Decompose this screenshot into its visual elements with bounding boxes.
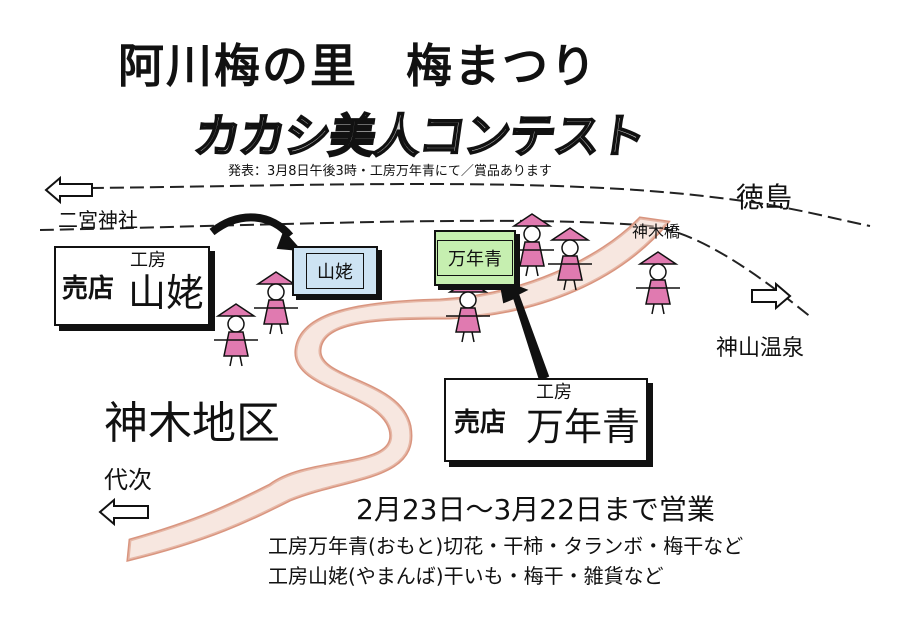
sign-yamanba: 山姥 — [292, 246, 378, 296]
sign-omoto-label: 万年青 — [437, 240, 513, 276]
arrow-right-icon — [751, 281, 792, 311]
shop-kobo-label: 工房 — [130, 250, 166, 271]
contest-title: カカシ美人コンテスト — [190, 108, 650, 164]
page-title: 阿川梅の里 梅まつり — [118, 39, 598, 93]
announcement-text: 発表：3月8日午後3時・工房万年青にて／賞品あります — [228, 164, 552, 179]
district-label: 神木地区 — [104, 398, 280, 449]
place-label-kamiyama: 神山温泉 — [716, 336, 805, 361]
shop-name: 山姥 — [128, 271, 205, 315]
scarecrow-icon — [548, 227, 592, 291]
sign-yamanba-label: 山姥 — [306, 253, 364, 289]
operating-dates: 2月23日～3月22日まで営業 — [356, 493, 715, 526]
road-line — [89, 183, 871, 227]
shop-box-yamanba: 売店 工房 山姥 — [54, 246, 210, 326]
scarecrow-icon — [636, 251, 680, 315]
arrow-left-icon — [44, 175, 93, 205]
curved-arrow-icon — [209, 213, 294, 239]
scarecrow-icon — [254, 271, 298, 335]
shop-prefix: 売店 — [454, 408, 507, 438]
scarecrow-icon — [446, 279, 490, 343]
curved-arrow-head — [276, 230, 303, 252]
arrow-left-icon — [98, 497, 149, 527]
scarecrow-icon — [214, 303, 258, 367]
shop-box-omoto: 売店 工房 万年青 — [444, 378, 648, 462]
shop-name: 万年青 — [526, 405, 641, 449]
product-list-omoto: 工房万年青(おもと)切花・干柿・タランボ・梅干など — [268, 534, 744, 558]
shop-prefix: 売店 — [62, 274, 115, 304]
scarecrow-icon — [510, 213, 554, 277]
sign-omoto: 万年青 — [434, 230, 516, 286]
place-label-tokushima: 徳島 — [736, 181, 793, 214]
shop-kobo-label: 工房 — [536, 382, 572, 403]
river-fill — [128, 218, 668, 560]
place-label-kamikibashi: 神木橋 — [632, 222, 681, 241]
road-line — [39, 219, 813, 319]
place-label-daiji: 代次 — [104, 466, 152, 494]
product-list-yamanba: 工房山姥(やまんば)干いも・梅干・雑貨など — [268, 564, 664, 588]
place-label-ninomiya: 二宮神社 — [58, 208, 138, 232]
